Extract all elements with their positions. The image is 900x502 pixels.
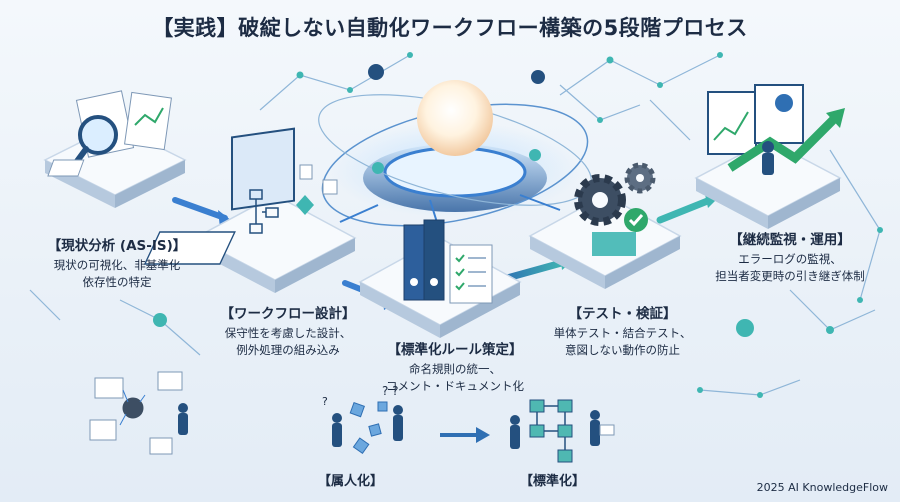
chaos-illustration: ? ? ?: [322, 384, 403, 455]
checkmark-icon: [624, 208, 648, 232]
step-test-label: 【テスト・検証】 単体テスト・結合テスト、 意図しない動作の防止: [530, 306, 715, 359]
station-design: [143, 127, 357, 293]
step-heading: 【テスト・検証】: [568, 306, 677, 322]
step-heading: 【ワークフロー設計】: [220, 306, 356, 322]
step-description: 例外処理の組み込み: [236, 343, 340, 357]
person-icon: [178, 403, 188, 435]
step-description: 保守性を考慮した設計、: [224, 326, 352, 340]
step-description: 単体テスト・結合テスト、: [553, 326, 692, 340]
after-label: 【標準化】: [520, 474, 586, 489]
trend-chart-icon: [727, 108, 845, 172]
organized-flow-illustration: [510, 399, 615, 463]
step-description: 依存性の特定: [82, 275, 152, 289]
page-title: 【実践】破綻しない自動化ワークフロー構築の5段階プロセス: [152, 16, 748, 40]
step-heading: 【継続監視・運用】: [729, 232, 851, 248]
station-analysis: [43, 90, 187, 208]
step-design-label: 【ワークフロー設計】 保守性を考慮した設計、 例外処理の組み込み: [198, 306, 378, 359]
step-description: 現状の可視化、非基準化: [53, 258, 181, 272]
scattered-tasks-illustration: [89, 371, 183, 455]
station-standards: [358, 219, 522, 338]
step-analysis-label: 【現状分析 (AS-IS)】 現状の可視化、非基準化 依存性の特定: [12, 238, 222, 291]
step-description: 意図しない動作の防止: [565, 343, 680, 357]
step-standards-label: 【標準化ルール策定】 命名規則の統一、 コメント・ドキュメント化: [355, 342, 555, 395]
person-icon: [762, 141, 774, 175]
step-description: コメント・ドキュメント化: [386, 379, 524, 393]
step-description: エラーログの監視、: [738, 252, 842, 266]
station-monitor: [694, 84, 845, 229]
binders-icon: [403, 219, 445, 301]
svg-text:? ?: ? ?: [382, 384, 399, 398]
before-label: 【属人化】: [318, 474, 384, 489]
network-nodes: [153, 52, 883, 398]
credit-text: 2025 AI KnowledgeFlow: [756, 481, 888, 494]
station-test: [528, 162, 682, 289]
step-heading: 【現状分析 (AS-IS)】: [47, 238, 187, 254]
step-monitor-label: 【継続監視・運用】 エラーログの監視、 担当者変更時の引き継ぎ体制: [690, 232, 890, 285]
step-description: 命名規則の統一、: [409, 362, 501, 376]
step-heading: 【標準化ルール策定】: [387, 342, 523, 358]
transition-arrow-icon: [440, 427, 490, 443]
svg-text:?: ?: [322, 395, 328, 408]
step-description: 担当者変更時の引き継ぎ体制: [715, 269, 865, 283]
gear-icon: [574, 162, 656, 226]
flowchart-icon: [231, 127, 295, 234]
